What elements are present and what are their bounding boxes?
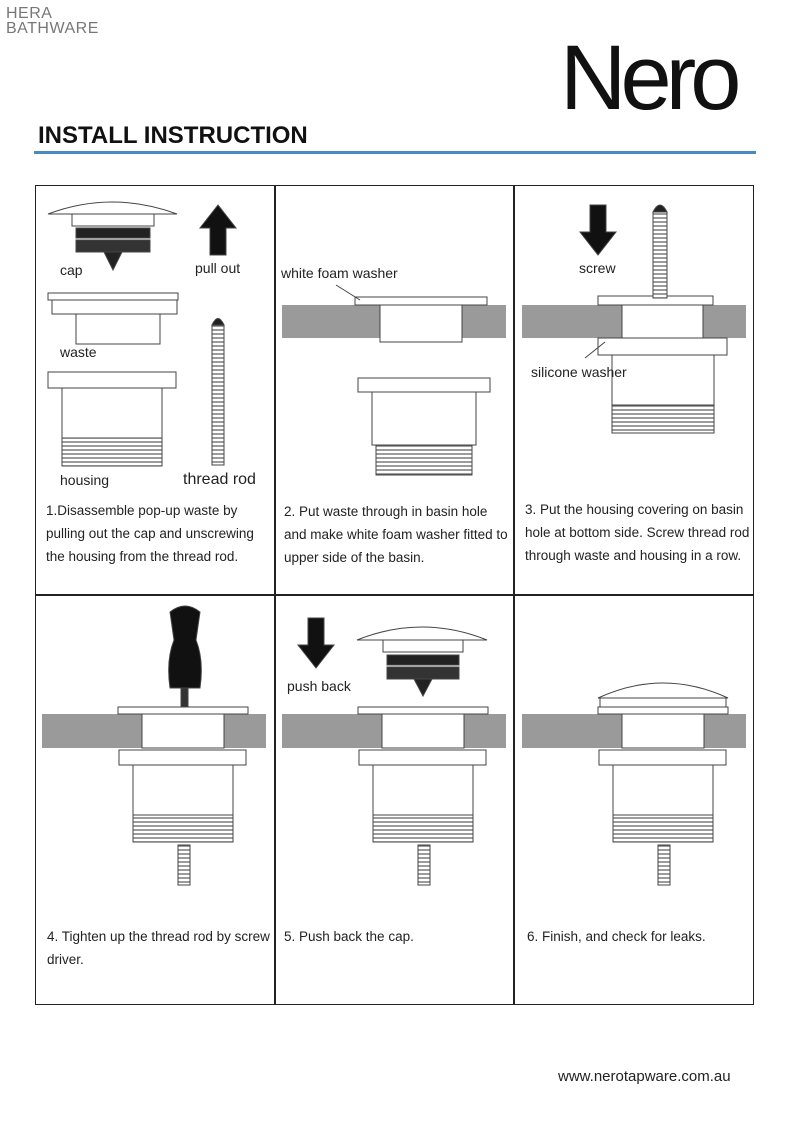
step-1-text: 1.Disassemble pop-up waste by pulling ou… (46, 503, 254, 564)
label-push-back: push back (287, 678, 351, 694)
arrow-down-icon (296, 617, 336, 669)
label-cap: cap (60, 262, 83, 278)
housing-illustration (47, 371, 177, 467)
label-white-foam-washer: white foam washer (281, 265, 398, 281)
grid-divider (35, 594, 754, 596)
hera-bathware-logo: HERA BATHWARE (6, 5, 99, 37)
label-pull-out: pull out (195, 260, 241, 276)
title-underline (34, 151, 756, 154)
website-link[interactable]: www.nerotapware.com.au (558, 1068, 731, 1085)
step-4-text: 4. Tighten up the thread rod by screw dr… (47, 929, 270, 967)
step-6-text: 6. Finish, and check for leaks. (527, 929, 706, 944)
logo-line1: HERA (6, 5, 53, 22)
thread-rod-illustration (211, 318, 225, 466)
arrow-up-icon (198, 204, 238, 256)
waste-illustration (47, 292, 179, 345)
label-waste: waste (60, 344, 97, 360)
nero-logo: Nero (560, 27, 741, 129)
label-housing: housing (60, 472, 110, 488)
label-screw: screw (579, 260, 616, 276)
cap-illustration (47, 201, 178, 272)
screwdriver-icon (168, 605, 202, 708)
step-2-text: 2. Put waste through in basin hole and m… (284, 504, 508, 565)
label-silicone-washer: silicone washer (531, 364, 627, 380)
step-5-text: 5. Push back the cap. (284, 929, 414, 944)
arrow-down-icon (578, 204, 618, 256)
step-3-text: 3. Put the housing covering on basin hol… (525, 502, 750, 563)
page-title: INSTALL INSTRUCTION (38, 122, 308, 149)
logo-line2: BATHWARE (6, 20, 99, 37)
label-thread-rod: thread rod (183, 471, 256, 488)
